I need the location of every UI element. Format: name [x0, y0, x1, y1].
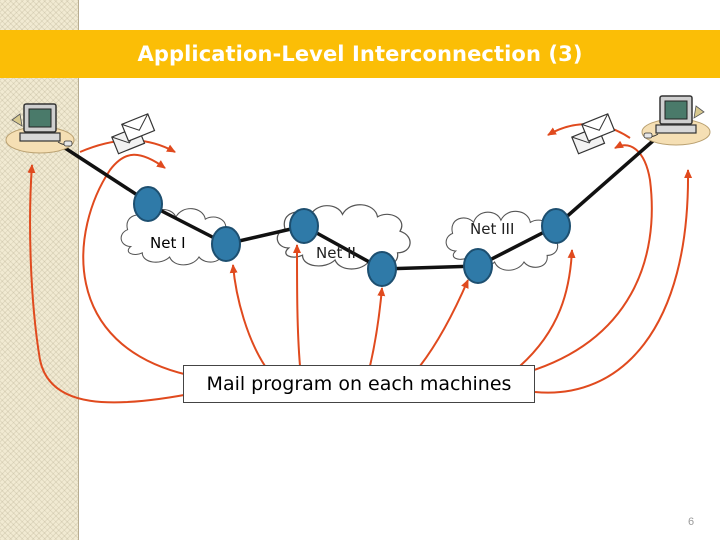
arrow-to-router-4	[419, 279, 469, 367]
arrow-to-right-computer	[534, 169, 693, 394]
title-bar	[0, 30, 720, 78]
arrow-to-router-2	[293, 244, 302, 367]
router-group	[133, 186, 571, 287]
link-router-4-5	[381, 264, 479, 271]
router-node-icon	[541, 208, 571, 244]
net-label-3: Net III	[470, 220, 515, 238]
arrow-to-left-computer	[27, 164, 201, 404]
sidebar-strip	[0, 0, 79, 540]
mail-program-callout: Mail program on each machines	[183, 365, 535, 403]
router-node-icon	[133, 186, 163, 222]
arrow-to-right-mail	[527, 140, 653, 373]
computer-icon-left	[5, 103, 75, 154]
arrow-to-router-5	[519, 249, 576, 367]
router-node-icon	[211, 226, 241, 262]
arrow-to-router-3	[369, 287, 386, 367]
net-label-2: Net II	[316, 244, 356, 262]
envelope-icon-right	[571, 113, 616, 155]
net-label-1: Net I	[150, 234, 186, 252]
link-host-left	[64, 146, 149, 204]
page-number: 6	[688, 516, 695, 528]
computer-icon-right	[641, 95, 711, 146]
slide-title: Application-Level Interconnection (3)	[137, 42, 583, 66]
router-node-icon	[367, 251, 397, 287]
link-host-right	[554, 138, 656, 228]
arrow-to-router-1	[229, 264, 266, 367]
router-node-icon	[463, 248, 493, 284]
envelope-icon-left	[111, 113, 156, 155]
arrow-to-left-mail	[82, 153, 189, 376]
router-node-icon	[289, 208, 319, 244]
